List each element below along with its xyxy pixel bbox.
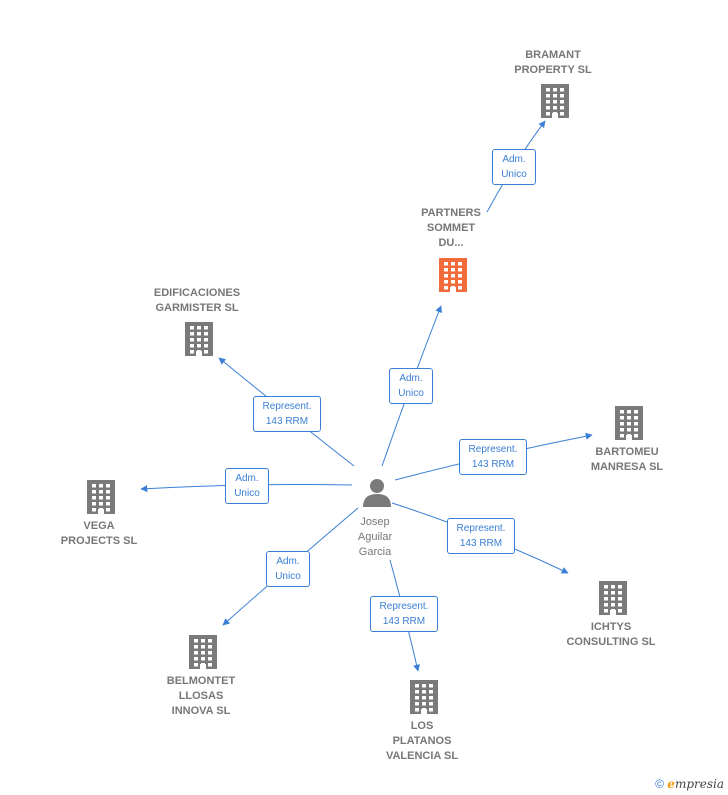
- edge-label-vega[interactable]: Adm. Unico: [225, 468, 269, 504]
- company-name-belmontet[interactable]: BELMONTET LLOSAS INNOVA SL: [166, 675, 236, 717]
- building-icon-partners[interactable]: [439, 258, 467, 292]
- company-name-platanos[interactable]: LOS PLATANOS VALENCIA SL: [385, 720, 459, 762]
- company-name-bartomeu[interactable]: BARTOMEU MANRESA SL: [590, 446, 664, 473]
- person-name[interactable]: Josep Aguilar Garcia: [357, 516, 393, 558]
- company-name-ichtys[interactable]: ICHTYS CONSULTING SL: [566, 621, 656, 648]
- edge-label-bramant[interactable]: Adm. Unico: [492, 149, 536, 185]
- building-icon-vega[interactable]: [87, 480, 115, 514]
- brand-logo: empresia: [667, 777, 724, 791]
- brand-logo-text: mpresia: [674, 777, 724, 791]
- building-icon-platanos[interactable]: [410, 680, 438, 714]
- copyright-notice: © empresia: [655, 777, 724, 791]
- edge-label-belmontet[interactable]: Adm. Unico: [266, 551, 310, 587]
- person-icon[interactable]: [363, 479, 391, 507]
- building-icon-edificaciones[interactable]: [185, 322, 213, 356]
- copyright-symbol: ©: [655, 777, 664, 791]
- building-icon-bramant[interactable]: [541, 84, 569, 118]
- brand-logo-initial: e: [667, 777, 675, 791]
- edge-label-partners[interactable]: Adm. Unico: [389, 368, 433, 404]
- edge-label-edificaciones[interactable]: Represent. 143 RRM: [253, 396, 321, 432]
- company-name-vega[interactable]: VEGA PROJECTS SL: [60, 520, 138, 547]
- building-icon-ichtys[interactable]: [599, 581, 627, 615]
- company-name-partners[interactable]: PARTNERS SOMMET DU...: [421, 207, 481, 249]
- edge-label-platanos[interactable]: Represent. 143 RRM: [370, 596, 438, 632]
- company-name-bramant[interactable]: BRAMANT PROPERTY SL: [514, 49, 592, 76]
- edge-label-ichtys[interactable]: Represent. 143 RRM: [447, 518, 515, 554]
- edge-label-bartomeu[interactable]: Represent. 143 RRM: [459, 439, 527, 475]
- building-icon-bartomeu[interactable]: [615, 406, 643, 440]
- building-icon-belmontet[interactable]: [189, 635, 217, 669]
- company-name-edificaciones[interactable]: EDIFICACIONES GARMISTER SL: [153, 287, 241, 314]
